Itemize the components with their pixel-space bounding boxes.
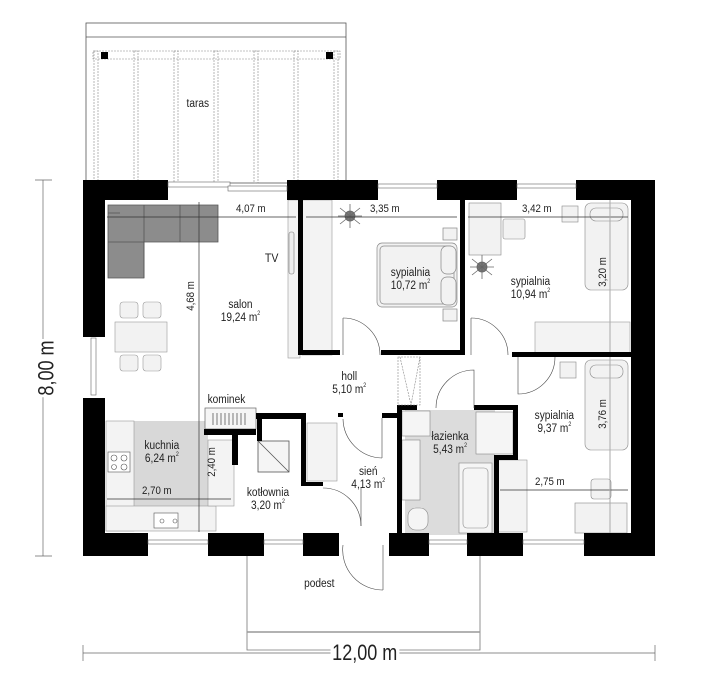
- dim-sypialnia1-width: 3,35 m: [370, 203, 400, 215]
- dim-sypialnia3-depth: 3,76 m: [596, 399, 609, 429]
- dim-kuchnia-depth: 2,40 m: [205, 447, 218, 477]
- room-label-sypialnia-1: sypialnia 10,72 m2: [390, 267, 431, 293]
- kitchen-sink: [153, 512, 179, 529]
- double-bed: [376, 227, 458, 322]
- terrace: [85, 22, 347, 184]
- room-label-taras: taras: [186, 98, 210, 110]
- dim-sypialnia3-width: 2,75 m: [535, 476, 565, 488]
- doors: [322, 317, 556, 591]
- cooktop: [107, 451, 131, 473]
- dim-salon-width: 4,07 m: [236, 203, 266, 215]
- overall-depth: 8,00 m: [33, 338, 60, 398]
- bedroom2-furniture: [468, 202, 629, 291]
- room-label-lazienka: łazienka 5,43 m2: [431, 431, 469, 457]
- bedroom3-furniture: [559, 359, 629, 534]
- windows: [90, 181, 585, 545]
- kominek-label: kominek: [207, 394, 246, 406]
- tv-unit: [288, 231, 295, 275]
- room-label-salon: salon 19,24 m2: [220, 299, 261, 325]
- boiler: [257, 440, 290, 473]
- room-label-kuchnia: kuchnia 6,24 m2: [144, 440, 180, 466]
- sofa: [107, 204, 219, 279]
- room-label-sypialnia-2: sypialnia 10,94 m2: [510, 276, 551, 302]
- dim-sypialnia2-depth: 3,20 m: [596, 257, 609, 287]
- walls: [83, 180, 655, 556]
- dim-sypialnia2-width: 3,42 m: [522, 203, 552, 215]
- fireplace: [204, 407, 257, 430]
- overall-width: 12,00 m: [330, 640, 399, 666]
- dim-salon-depth: 4,68 m: [184, 281, 197, 311]
- furniture: [105, 199, 631, 533]
- podest-landing: [246, 556, 481, 651]
- kuchnia-zone: [134, 421, 208, 506]
- room-label-kotlownia: kotłownia 3,20 m2: [246, 487, 290, 513]
- room-label-sien: sień 4,13 m2: [351, 466, 386, 492]
- room-label-holl: holl 5,10 m2: [332, 371, 367, 397]
- tv-label: TV: [264, 251, 279, 265]
- bathroom-fixtures: [401, 410, 514, 534]
- room-label-sypialnia-3: sypialnia 9,37 m2: [534, 410, 575, 436]
- dining-table: [114, 301, 168, 372]
- room-label-podest: podest: [304, 578, 335, 590]
- plant-icon: [338, 204, 494, 279]
- dim-kuchnia-width: 2,70 m: [142, 485, 172, 497]
